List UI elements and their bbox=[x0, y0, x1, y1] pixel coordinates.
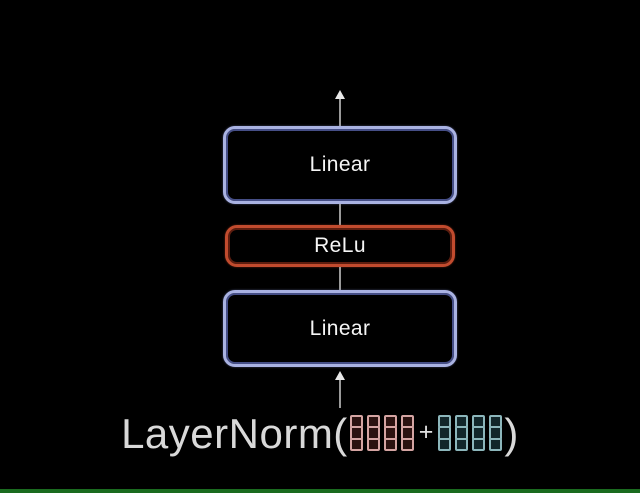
arrow-up-icon bbox=[335, 371, 345, 380]
connector-linear-relu bbox=[339, 204, 341, 226]
matrix-cell bbox=[472, 437, 486, 451]
matrix-cell bbox=[455, 437, 469, 451]
matrix-cell bbox=[383, 437, 397, 451]
matrix-column bbox=[472, 415, 486, 451]
linear-bottom-label: Linear bbox=[309, 316, 371, 340]
matrix-column bbox=[455, 415, 469, 451]
matrix-cell bbox=[489, 437, 503, 451]
progress-bar[interactable] bbox=[0, 489, 640, 493]
matrix-column bbox=[349, 415, 363, 451]
matrix-cell bbox=[349, 437, 363, 451]
relu-block: ReLu bbox=[225, 225, 455, 267]
matrix-column bbox=[489, 415, 503, 451]
linear-bottom-block: Linear bbox=[223, 290, 457, 367]
matrix-cell bbox=[400, 437, 414, 451]
linear-top-block: Linear bbox=[223, 126, 457, 204]
relu-label: ReLu bbox=[314, 234, 366, 257]
matrix-column bbox=[400, 415, 414, 451]
plus-operator: + bbox=[418, 417, 434, 446]
matrix-column bbox=[366, 415, 380, 451]
output-arrow-stem bbox=[339, 99, 341, 126]
linear-top-label: Linear bbox=[309, 153, 371, 176]
formula-prefix: LayerNorm( bbox=[121, 410, 348, 457]
connector-relu-linear bbox=[339, 267, 341, 291]
matrix-cell bbox=[366, 437, 380, 451]
residual-matrix-icon bbox=[349, 415, 414, 451]
sublayer-matrix-icon bbox=[438, 415, 503, 451]
arrow-up-icon bbox=[335, 90, 345, 99]
input-arrow-stem bbox=[339, 380, 341, 408]
matrix-cell bbox=[438, 437, 452, 451]
layernorm-formula: LayerNorm( + ) bbox=[0, 408, 640, 460]
matrix-column bbox=[383, 415, 397, 451]
matrix-column bbox=[438, 415, 452, 451]
formula-suffix: ) bbox=[504, 410, 519, 457]
